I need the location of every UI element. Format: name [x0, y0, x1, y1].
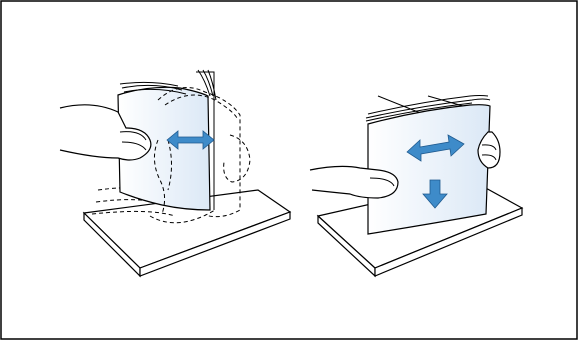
right-down-arrow-icon — [422, 179, 448, 209]
left-panel-fan-paper — [59, 69, 292, 278]
right-panel-straighten-paper — [309, 95, 524, 278]
left-flex-outline — [157, 87, 241, 218]
left-flex-side-dashes — [154, 139, 172, 215]
right-left-hand-icon — [309, 165, 399, 199]
left-hand-icon — [59, 104, 152, 161]
right-paper-stack — [365, 95, 491, 235]
left-table-surface — [82, 189, 292, 278]
right-double-arrow-icon — [406, 134, 465, 162]
left-double-arrow-icon — [166, 130, 215, 150]
left-right-hand-icon — [223, 134, 251, 183]
right-right-hand-icon — [477, 131, 501, 169]
left-paper-stack — [117, 69, 217, 211]
